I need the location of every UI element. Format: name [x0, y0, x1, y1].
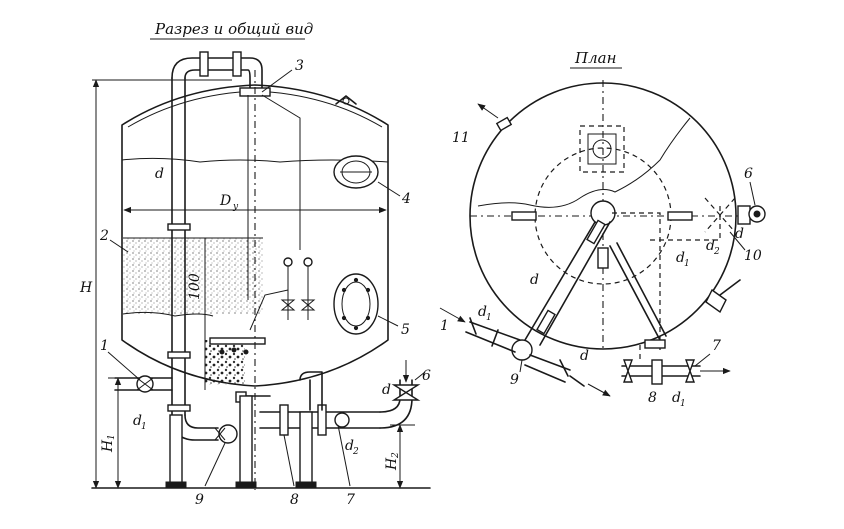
sample-valves — [249, 257, 316, 331]
dy-label: D — [219, 193, 231, 209]
gravel-layer — [205, 340, 245, 385]
plan-valve-9 — [511, 339, 533, 361]
plan-d1-pipe — [612, 212, 661, 350]
drain-manifold — [209, 337, 266, 345]
callout-1: 1 — [100, 338, 109, 354]
drain-nozzle — [231, 347, 237, 353]
support-legs — [91, 395, 431, 489]
plan-label-d1-inlet: d — [478, 304, 487, 320]
plan-callout-7: 7 — [712, 338, 721, 354]
callout-6: 6 — [422, 368, 431, 384]
plan-label-d1-sub: 1 — [684, 259, 690, 269]
plan-label-d2-sub: 2 — [713, 247, 720, 257]
plan-cutaway — [477, 117, 691, 208]
plan-callout-6: 6 — [744, 166, 753, 182]
plan-wash-pipe — [609, 245, 661, 341]
plan-callout-10: 10 — [744, 248, 762, 264]
plan-callout-8: 8 — [648, 390, 657, 406]
water-surface — [121, 157, 389, 163]
height-dimensions — [92, 79, 415, 489]
section-label-d1-sub: 1 — [141, 422, 147, 432]
plan-lug — [705, 288, 727, 314]
dy-sub: у — [232, 202, 239, 212]
drain-nozzle — [219, 349, 225, 355]
plan-callout-9: 9 — [510, 372, 519, 388]
plan-label-d1: d — [676, 250, 685, 266]
sand-bottom — [122, 311, 214, 317]
lifting-lug — [335, 95, 357, 105]
plan-view: План — [439, 49, 766, 409]
section-label-d1: d — [133, 413, 142, 429]
plan-nozzle — [667, 211, 693, 221]
plan-label-d1-lower-sub: 1 — [680, 399, 686, 409]
inlet-pipe-d — [167, 51, 271, 416]
callout-3: 3 — [295, 58, 304, 74]
height-total-label: H — [79, 280, 93, 296]
plan-callout-11: 11 — [452, 130, 470, 146]
plan-nozzle — [511, 211, 537, 221]
section-view: Разрез и общий вид D у 100 — [79, 20, 431, 508]
plan-wash-pipe — [616, 242, 667, 337]
plan-title: План — [574, 49, 616, 67]
plan-callout-1: 1 — [440, 318, 449, 334]
height-1-sub: 1 — [107, 434, 117, 440]
plan-top-manhole — [579, 125, 625, 173]
plan-label-d1-lower: d — [672, 390, 681, 406]
lifting-lug-hole — [342, 97, 350, 105]
section-label-d-outlet: d — [382, 382, 391, 398]
plan-label-d-lower: d — [580, 348, 589, 364]
section-view-title: Разрез и общий вид — [154, 20, 313, 38]
section-label-d2-sub: 2 — [352, 447, 359, 457]
bottom-piping — [114, 360, 421, 444]
layer-100-label: 100 — [187, 273, 203, 300]
plan-outlet-7-8 — [621, 339, 731, 385]
plan-valve-10 — [704, 197, 766, 233]
manhole-4 — [333, 155, 379, 189]
callout-8: 8 — [290, 492, 299, 508]
plan-vent-11 — [495, 116, 513, 132]
section-label-d: d — [155, 166, 164, 182]
sand-layer — [123, 238, 263, 314]
vessel-shell — [121, 84, 389, 387]
callout-9: 9 — [195, 492, 204, 508]
plan-inlet-diagonal — [511, 219, 611, 361]
plan-label-d2: d — [706, 238, 715, 254]
section-label-d2: d — [345, 438, 354, 454]
plan-outlet-9 — [524, 354, 611, 397]
height-1-label: H — [100, 439, 116, 453]
distributor-line — [261, 94, 301, 250]
plan-nozzle — [597, 247, 609, 269]
plan-inlet-1 — [439, 307, 521, 353]
plan-label-d-right: d — [735, 226, 744, 242]
callout-7: 7 — [346, 492, 355, 508]
callout-2: 2 — [99, 228, 109, 244]
callout-4: 4 — [401, 191, 411, 207]
plan-label-d: d — [530, 272, 539, 288]
plan-label-d1-inlet-sub: 1 — [486, 313, 492, 323]
plan-d2-pipe — [650, 205, 721, 241]
callout-5: 5 — [401, 322, 410, 338]
drain-nozzle — [243, 349, 249, 355]
manhole-5 — [333, 273, 379, 335]
height-2-sub: 2 — [391, 452, 401, 459]
height-2-label: H — [384, 457, 400, 471]
